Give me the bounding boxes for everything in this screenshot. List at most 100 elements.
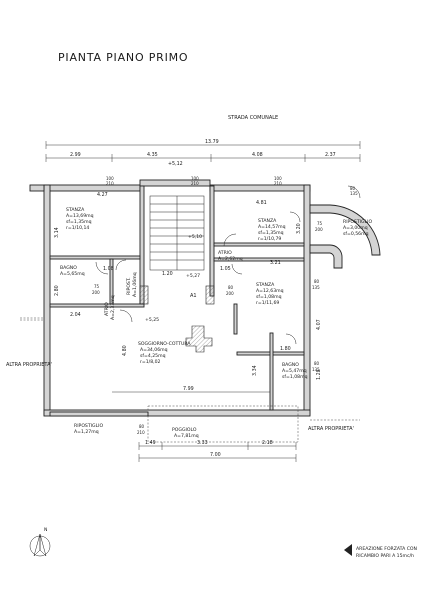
svg-text:A=2,62mq: A=2,62mq	[218, 256, 243, 262]
ventilation-legend: AREAZIONE FORZATA CON RICAMBIO PARI A 15…	[344, 544, 417, 559]
room-bagno-1: BAGNO A=5,65mq	[60, 265, 85, 277]
dim-4-07: 4.07	[316, 319, 322, 330]
svg-text:sf=1,35mq: sf=1,35mq	[66, 219, 92, 225]
svg-text:r=1/11,69: r=1/11,69	[256, 300, 279, 306]
room-poggiolo: POGGIOLO A=7,81mq	[172, 427, 199, 439]
north-arrow: N	[29, 527, 51, 557]
dim-4-81: 4.81	[256, 200, 267, 206]
neighbor-left: ALTRA PROPRIETA'	[6, 362, 52, 368]
svg-text:200: 200	[315, 227, 323, 232]
dim-1-28: 1.28	[316, 369, 322, 380]
dim-2-99: 2.99	[70, 152, 81, 158]
svg-text:r=1/8,02: r=1/8,02	[140, 359, 161, 365]
room-ripost-small-area: A=1,06mq	[132, 272, 138, 297]
svg-text:STANZA: STANZA	[66, 207, 85, 213]
room-ripost-small-name: RIPOST.	[126, 277, 132, 295]
svg-text:A=7,81mq: A=7,81mq	[174, 433, 199, 439]
pillar-right	[205, 285, 215, 305]
room-soggiorno: SOGGIORNO-COTTURA A=34,06mq sf=4,25mq r=…	[138, 341, 191, 365]
plan-title: PIANTA PIANO PRIMO	[58, 51, 188, 64]
svg-text:sf=0,56mq: sf=0,56mq	[343, 231, 369, 237]
balcony-outline	[147, 405, 299, 443]
dim-4-80: 4.80	[122, 345, 128, 356]
elev-5-27: +5,27	[186, 273, 200, 279]
neighbor-right: ALTRA PROPRIETA'	[308, 426, 354, 432]
svg-text:A=14,57mq: A=14,57mq	[258, 224, 286, 230]
svg-text:200: 200	[226, 291, 234, 296]
svg-text:STANZA: STANZA	[256, 282, 275, 288]
svg-text:210: 210	[137, 430, 145, 435]
top-dimensions: 13.79 2.99 4.35 4.08 2.37 +5,12	[45, 139, 361, 167]
street-label: STRADA COMUNALE	[228, 115, 278, 121]
svg-text:BAGNO: BAGNO	[60, 265, 77, 271]
dim-4-08: 4.08	[252, 152, 263, 158]
dim-1-80: 1.80	[280, 346, 291, 352]
svg-text:A=5,65mq: A=5,65mq	[60, 271, 85, 277]
svg-text:STANZA: STANZA	[258, 218, 277, 224]
svg-text:r=1/10,79: r=1/10,79	[258, 236, 281, 242]
svg-text:ATRIO: ATRIO	[218, 250, 232, 256]
svg-text:80: 80	[139, 424, 145, 429]
svg-text:sf=1,35mq: sf=1,35mq	[258, 230, 284, 236]
room-stanza-3: STANZA A=12,63mq sf=1,08mq r=1/11,69	[256, 282, 284, 306]
dim-7-00: 7.00	[210, 452, 221, 458]
svg-text:A=12,63mq: A=12,63mq	[256, 288, 284, 294]
room-atrio-1-area: A=2,33mq	[110, 295, 116, 320]
dim-2-37: 2.37	[325, 152, 336, 158]
room-bagno-2: BAGNO A=5,47mq sf=1,08mq	[282, 362, 308, 380]
round-bay-arc	[347, 185, 361, 199]
left-boundary	[20, 317, 44, 321]
dim-3-14: 3.14	[54, 227, 60, 238]
dim-total-top: 13.79	[205, 139, 219, 145]
bottom-dimensions: 1.49 3.33 2.18 7.00	[138, 440, 297, 462]
svg-text:135: 135	[312, 367, 320, 372]
dim-2-80: 2.80	[54, 285, 60, 296]
dim-2-04: 2.04	[70, 312, 81, 318]
north-label: N	[44, 527, 47, 533]
dim-1-05: 1.05	[220, 266, 231, 272]
dim-3-34: 3.34	[252, 365, 258, 376]
svg-text:RIPOSTIGLIO: RIPOSTIGLIO	[74, 423, 103, 429]
dim-3-20: 3.20	[296, 223, 302, 234]
room-ripostiglio-2: RIPOSTIGLIO A=1,27mq	[74, 423, 103, 435]
svg-text:A=1,27mq: A=1,27mq	[74, 429, 99, 435]
elevation-5-12: +5,12	[168, 161, 183, 167]
elev-5-25: +5,25	[145, 317, 159, 323]
room-stanza-1: STANZA A=13,69mq sf=1,35mq r=1/10,14	[66, 207, 94, 231]
round-wall-inner	[309, 244, 343, 269]
door-swings	[95, 211, 301, 345]
dim-4-35: 4.35	[147, 152, 158, 158]
outer-walls	[29, 179, 311, 417]
pillar-left	[139, 285, 149, 305]
stairs	[149, 195, 205, 271]
svg-text:135: 135	[312, 285, 320, 290]
kitchen-island	[185, 325, 213, 353]
svg-text:SOGGIORNO-COTTURA: SOGGIORNO-COTTURA	[138, 341, 191, 347]
room-atrio-1-name: ATRIO	[104, 302, 110, 316]
dim-3-21: 3.21	[270, 260, 281, 266]
dim-1-20: 1.20	[162, 271, 173, 277]
svg-text:sf=1,08mq: sf=1,08mq	[282, 374, 308, 380]
elev-5-10: +5,10	[188, 234, 202, 240]
svg-text:75: 75	[94, 284, 100, 289]
svg-text:A=13,69mq: A=13,69mq	[66, 213, 94, 219]
dim-2-18: 2.18	[262, 440, 273, 446]
svg-text:A=34,06mq: A=34,06mq	[140, 347, 168, 353]
dim-4-27: 4.27	[97, 192, 108, 198]
svg-text:sf=1,08mq: sf=1,08mq	[256, 294, 282, 300]
dim-3-33: 3.33	[197, 440, 208, 446]
dim-75-200: 75	[317, 221, 323, 226]
dim-7-99: 7.99	[183, 386, 194, 392]
room-atrio-2: ATRIO A=2,62mq	[218, 250, 243, 262]
svg-text:POGGIOLO: POGGIOLO	[172, 427, 197, 433]
dim-1-08: 1.08	[103, 266, 114, 272]
dim-80-135-a: 80	[314, 279, 320, 284]
round-wall-outer	[309, 204, 381, 256]
svg-text:BAGNO: BAGNO	[282, 362, 299, 368]
room-ripostiglio-1: RIPOSTIGLIO A=3,00mq sf=0,56mq	[343, 219, 372, 237]
